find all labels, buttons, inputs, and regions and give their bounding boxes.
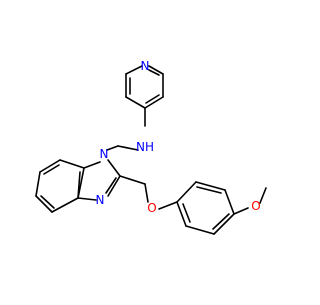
structure-canvas: N NH N N O O [35, 59, 267, 235]
bond [259, 187, 267, 204]
bond [77, 197, 97, 201]
atom-labels: N NH N N O O [96, 59, 261, 215]
bond [59, 159, 85, 169]
bond [145, 94, 160, 104]
bond [105, 177, 117, 194]
bond [224, 189, 235, 215]
bond [43, 164, 60, 175]
bond [117, 145, 139, 151]
bond [196, 186, 222, 194]
bond [107, 175, 121, 197]
methoxy-oxygen-label: O [251, 199, 260, 213]
bond [125, 96, 146, 109]
bond [185, 225, 215, 235]
bond [233, 207, 249, 215]
bond [125, 65, 143, 75]
bonds [35, 65, 267, 235]
bond [40, 195, 55, 209]
amine-nh-label: NH [136, 140, 154, 154]
bond [77, 171, 81, 199]
bond [119, 175, 146, 185]
benzimidazole-n1-label: N [100, 147, 109, 161]
bond [176, 201, 187, 227]
bond [148, 65, 164, 75]
bond [182, 203, 191, 223]
bond [35, 171, 41, 197]
pyridine-nitrogen-label: N [141, 59, 150, 73]
bond [195, 181, 226, 191]
bond [212, 213, 230, 230]
bond [144, 96, 164, 109]
bond [39, 159, 61, 173]
bond [107, 159, 121, 177]
molecule-structure: N NH N N O O [35, 59, 267, 235]
bond [51, 197, 79, 213]
bond [148, 69, 160, 76]
bond [158, 201, 178, 210]
bond [213, 213, 235, 235]
bond [106, 145, 119, 151]
bond [176, 181, 197, 203]
ether-oxygen-label: O [147, 201, 156, 215]
benzimidazole-n3-label: N [96, 193, 105, 207]
bond [35, 195, 53, 213]
bond [144, 183, 149, 203]
bond [83, 161, 101, 169]
